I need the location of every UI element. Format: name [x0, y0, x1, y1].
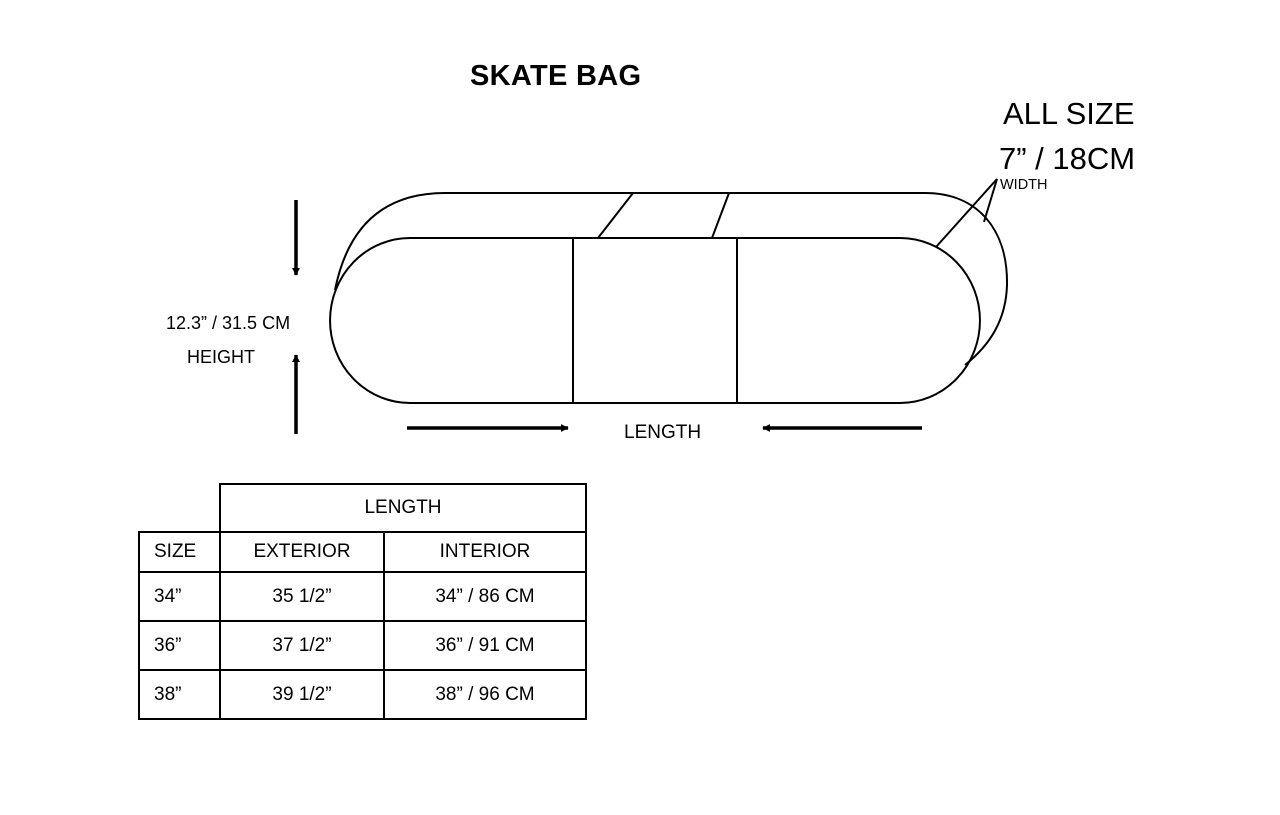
interior-cell: 36” / 91 CM [383, 620, 587, 671]
bag-front-outline [329, 237, 981, 404]
width-value: 7” / 18CM [999, 141, 1136, 176]
column-header-exterior: EXTERIOR [219, 531, 385, 573]
column-header-interior: INTERIOR [383, 531, 587, 573]
length-label: LENGTH [624, 422, 702, 443]
bag-back-outline [334, 192, 1009, 366]
table-row: 36” 37 1/2” 36” / 91 CM [138, 620, 587, 671]
diagram-title: SKATE BAG [470, 60, 642, 92]
width-leader-line [983, 178, 998, 223]
column-header-size: SIZE [138, 531, 221, 573]
table-row: 38” 39 1/2” 38” / 96 CM [138, 669, 587, 720]
height-value: 12.3” / 31.5 CM [166, 313, 291, 333]
top-strap-line [597, 192, 634, 239]
table-corner-empty [139, 484, 221, 533]
table-row: 34” 35 1/2” 34” / 86 CM [138, 571, 587, 622]
size-cell: 34” [138, 571, 221, 622]
size-cell: 36” [138, 620, 221, 671]
width-all-size-label: ALL SIZE [1003, 96, 1135, 131]
interior-cell: 34” / 86 CM [383, 571, 587, 622]
exterior-cell: 35 1/2” [219, 571, 385, 622]
exterior-cell: 39 1/2” [219, 669, 385, 720]
exterior-cell: 37 1/2” [219, 620, 385, 671]
height-label: HEIGHT [187, 347, 256, 367]
size-cell: 38” [138, 669, 221, 720]
length-group-header: LENGTH [219, 483, 587, 533]
top-strap-line [711, 192, 730, 239]
interior-cell: 38” / 96 CM [383, 669, 587, 720]
size-table: LENGTH SIZE EXTERIOR INTERIOR 34” 35 1/2… [138, 483, 587, 720]
width-leader-line [935, 178, 998, 248]
width-label: WIDTH [1000, 177, 1048, 193]
